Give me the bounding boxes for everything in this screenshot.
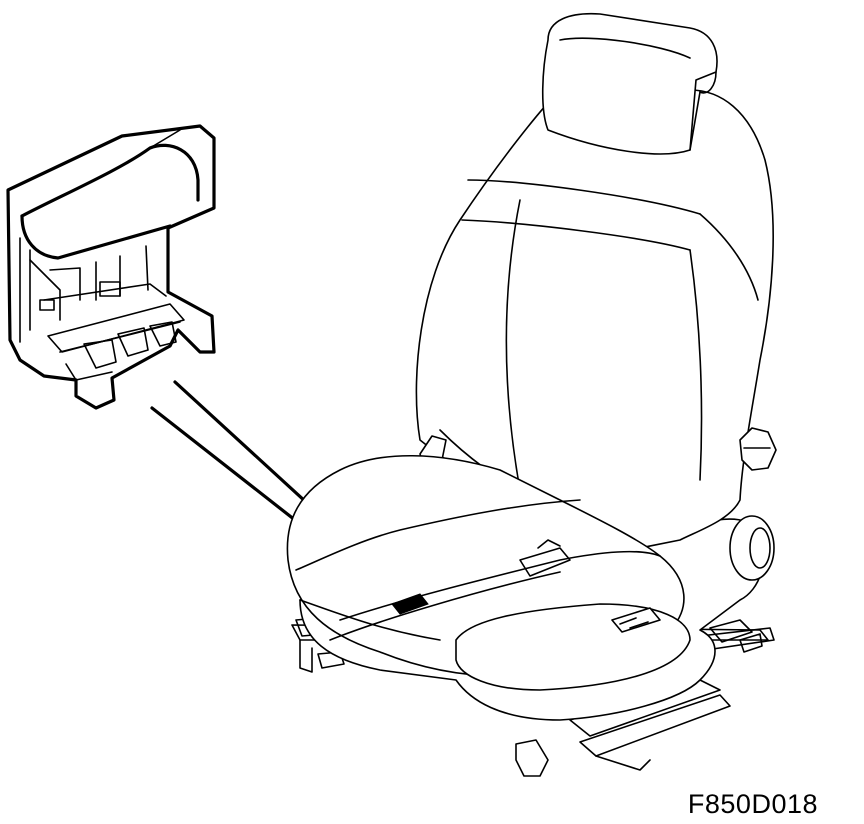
seat-switch-panel	[611, 607, 661, 633]
seat-headrest	[541, 12, 718, 155]
seat-backrest	[415, 89, 774, 561]
figure-id-label: F850D018	[687, 789, 818, 819]
recline-knob	[739, 427, 777, 471]
seat	[286, 12, 777, 777]
seat-sensor-location	[391, 593, 429, 615]
detail-connector-component	[6, 124, 216, 410]
